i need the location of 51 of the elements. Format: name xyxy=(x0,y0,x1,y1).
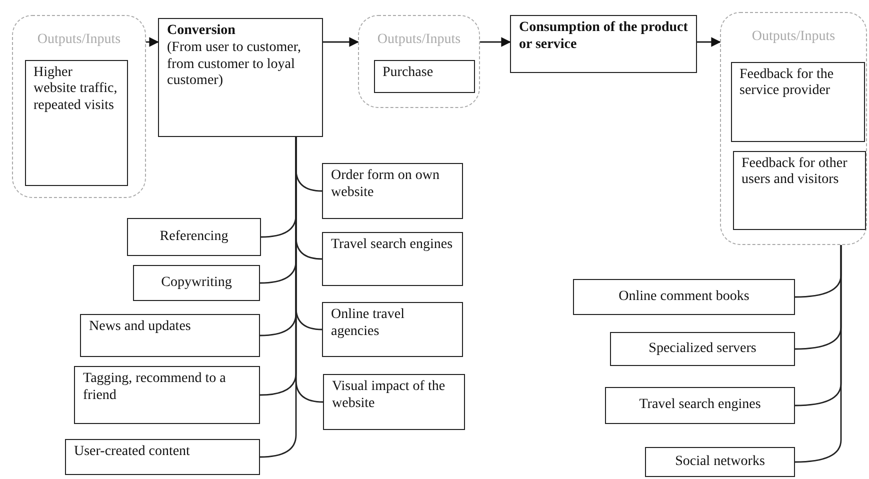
box-text: Feedback for the service provider xyxy=(740,66,835,100)
process-box xyxy=(510,15,697,73)
group-label: Outputs/Inputs xyxy=(750,29,836,45)
box-text: Online travel agencies xyxy=(331,307,406,341)
box-text: Consumption of the product or service xyxy=(519,20,688,54)
process-box xyxy=(374,60,474,92)
group-label: Outputs/Inputs xyxy=(36,32,122,48)
box-text: Visual impact of the website xyxy=(332,379,446,413)
process-box xyxy=(24,60,128,186)
box-text: Feedback for other users and visitors xyxy=(742,156,848,190)
box-text: User-created content xyxy=(74,444,191,461)
process-box xyxy=(610,332,795,366)
branch-line xyxy=(260,137,297,458)
box-text: Copywriting xyxy=(160,274,233,292)
process-box xyxy=(645,447,795,477)
dashed-group-frame xyxy=(12,15,146,198)
process-box xyxy=(158,18,323,137)
process-box xyxy=(133,265,260,301)
process-box xyxy=(732,150,866,230)
box-text: Online comment books xyxy=(618,288,750,306)
process-box xyxy=(322,232,463,286)
box-text: Specialized servers xyxy=(648,340,758,358)
box-heading: Conversion xyxy=(167,23,236,40)
dashed-group-frame xyxy=(358,15,480,108)
arrow xyxy=(480,37,511,47)
box-text: (From user to customer, from customer to loyal customer) xyxy=(167,40,302,90)
box-text: Higher website traffic, repeated visits xyxy=(34,64,118,115)
arrow xyxy=(697,37,721,47)
box-text: Travel search engines xyxy=(638,397,762,414)
process-box xyxy=(65,439,260,475)
process-box xyxy=(80,314,260,357)
process-box xyxy=(322,302,463,357)
box-text: Order form on own website xyxy=(331,168,440,202)
process-box xyxy=(323,374,465,430)
box-text: Social networks xyxy=(674,454,766,470)
box-text: Referencing xyxy=(158,228,230,246)
process-box xyxy=(573,279,795,315)
dashed-group-frame xyxy=(720,12,867,245)
process-box xyxy=(127,218,261,256)
process-box xyxy=(730,62,864,142)
process-box xyxy=(322,163,463,219)
branch-line xyxy=(794,245,842,463)
box-text: Purchase xyxy=(382,64,434,82)
process-box xyxy=(605,387,795,424)
box-text: Tagging, recommend to a friend xyxy=(83,371,227,405)
arrow xyxy=(146,37,159,47)
arrow xyxy=(323,37,359,47)
box-text: News and updates xyxy=(89,319,192,336)
process-box xyxy=(74,366,260,424)
box-text: Travel search engines xyxy=(331,237,454,254)
group-label: Outputs/Inputs xyxy=(376,32,462,48)
